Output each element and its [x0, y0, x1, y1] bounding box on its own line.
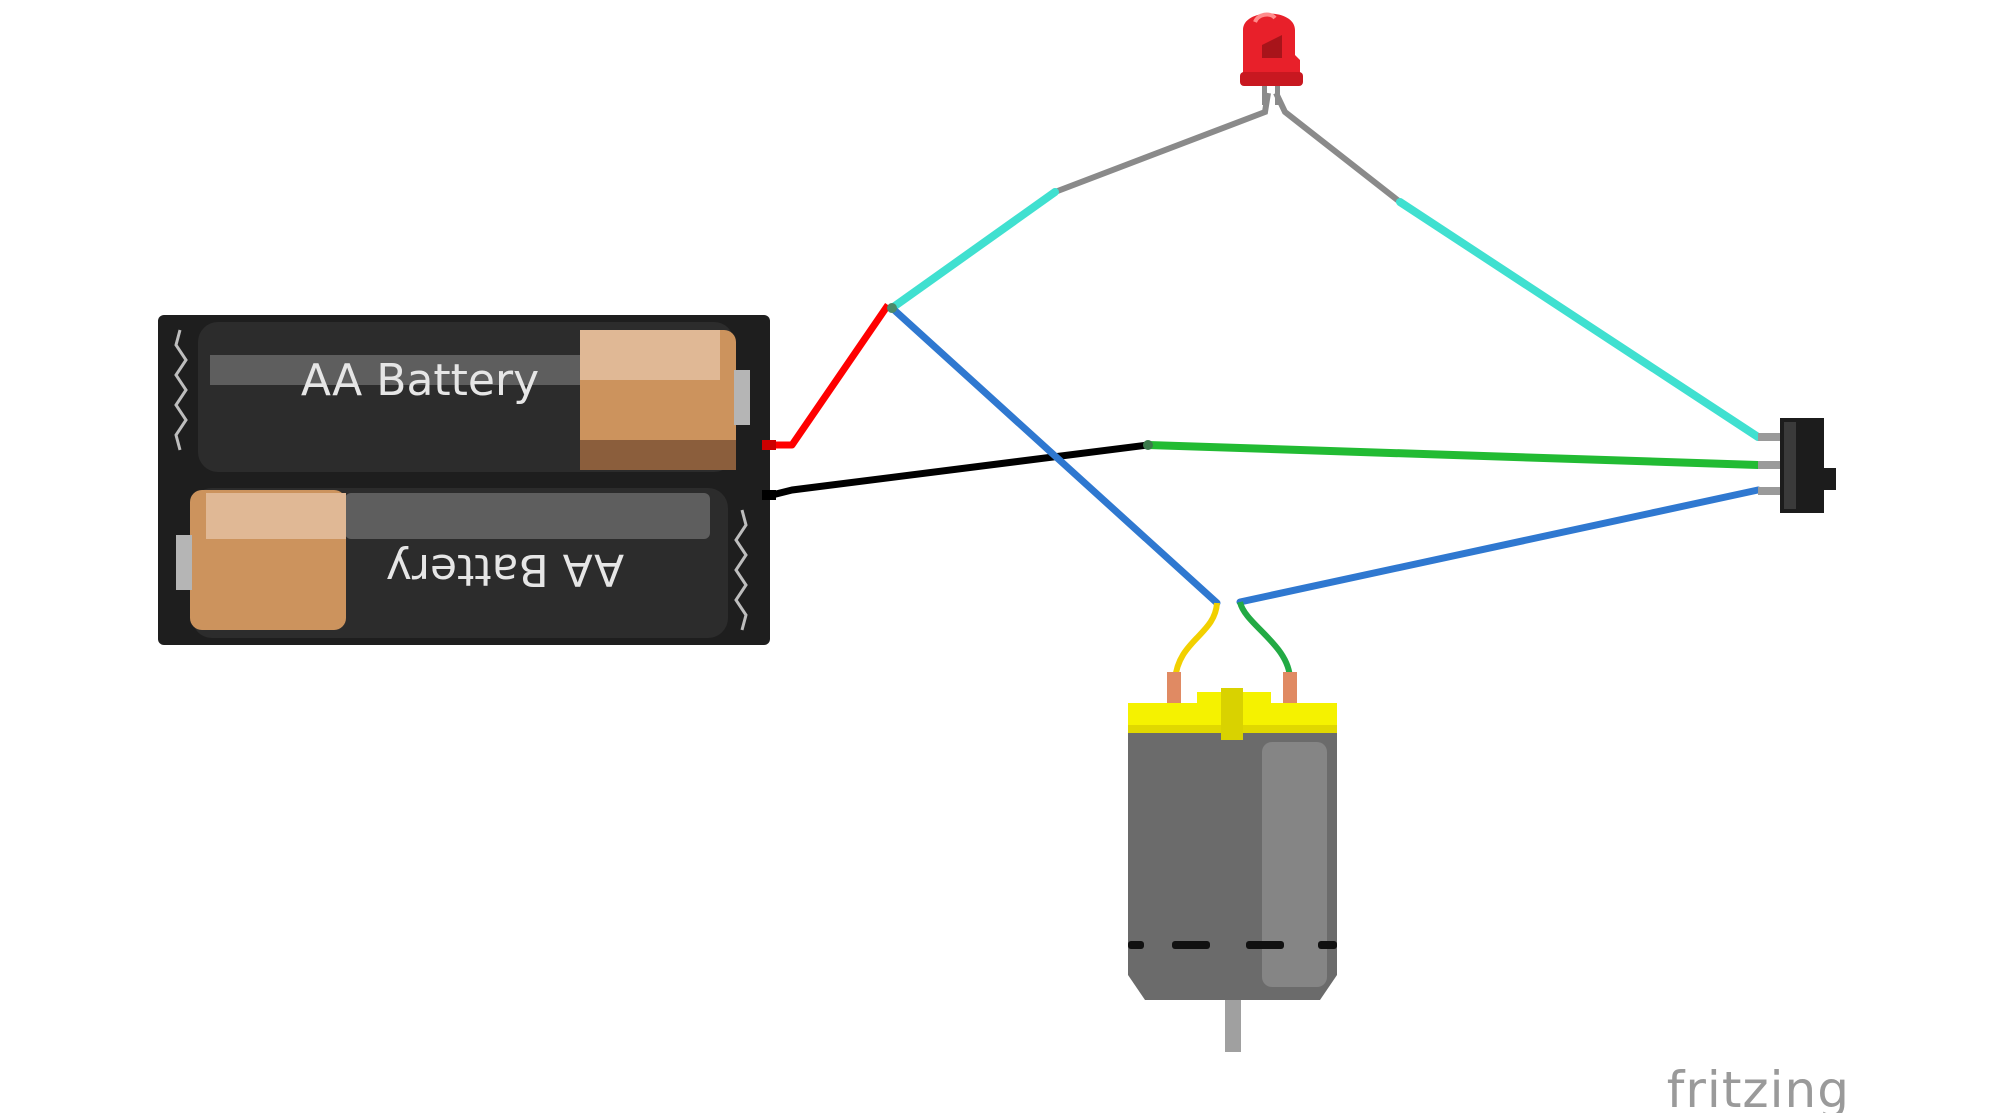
battery-terminal-positive[interactable]: [762, 440, 776, 450]
led-left-leg: [1053, 92, 1271, 195]
battery-spring: [174, 329, 188, 451]
motor-lead-left: [1172, 602, 1220, 681]
switch-pin: [1758, 487, 1780, 495]
battery-cell-label: AA Battery: [301, 355, 539, 406]
wire-led-right[interactable]: [1396, 198, 1762, 441]
led-flange: [1240, 72, 1303, 86]
switch-pin: [1758, 461, 1780, 469]
wire-junction-2[interactable]: [1143, 440, 1153, 450]
wire-battery-negative[interactable]: [771, 441, 1149, 499]
dc-motor-icon[interactable]: [1128, 672, 1337, 1052]
fritzing-logo: fritzing: [1667, 1061, 1850, 1113]
red-led-icon[interactable]: [1240, 12, 1303, 106]
led-highlight: [1253, 12, 1277, 23]
wire-switch-to-motor[interactable]: [1236, 486, 1762, 606]
switch-pin: [1758, 433, 1780, 441]
wire-junction[interactable]: [887, 303, 897, 313]
led-inner: [1262, 35, 1282, 58]
wire-battery-positive[interactable]: [772, 303, 891, 449]
battery-2xAA-icon[interactable]: AA Battery AA Battery: [158, 315, 776, 645]
motor-shaft: [1225, 1000, 1241, 1052]
battery-cell-bottom: AA Battery: [176, 488, 728, 638]
wire-junction-to-motor[interactable]: [888, 304, 1221, 607]
switch-slider[interactable]: [1824, 468, 1836, 490]
led-leg: [1275, 80, 1280, 105]
switch-body-edge: [1784, 422, 1796, 509]
slide-switch-icon[interactable]: [1758, 418, 1836, 513]
wires: [771, 91, 1762, 681]
motor-lead-right: [1237, 601, 1293, 681]
battery-terminal-negative[interactable]: [762, 490, 776, 500]
motor-cap-stem: [1221, 688, 1243, 740]
led-leg: [1262, 80, 1267, 105]
motor-terminal[interactable]: [1283, 672, 1297, 706]
motor-terminal[interactable]: [1167, 672, 1181, 706]
battery-cell-top: AA Battery: [198, 322, 750, 472]
wire-switch-middle[interactable]: [1144, 441, 1762, 469]
battery-spring: [734, 509, 748, 631]
wire-led-left[interactable]: [888, 188, 1059, 312]
motor-body-shine: [1262, 742, 1327, 987]
battery-cell-label: AA Battery: [386, 544, 624, 595]
motor-vents: [1128, 941, 1337, 949]
led-right-leg: [1273, 91, 1402, 205]
